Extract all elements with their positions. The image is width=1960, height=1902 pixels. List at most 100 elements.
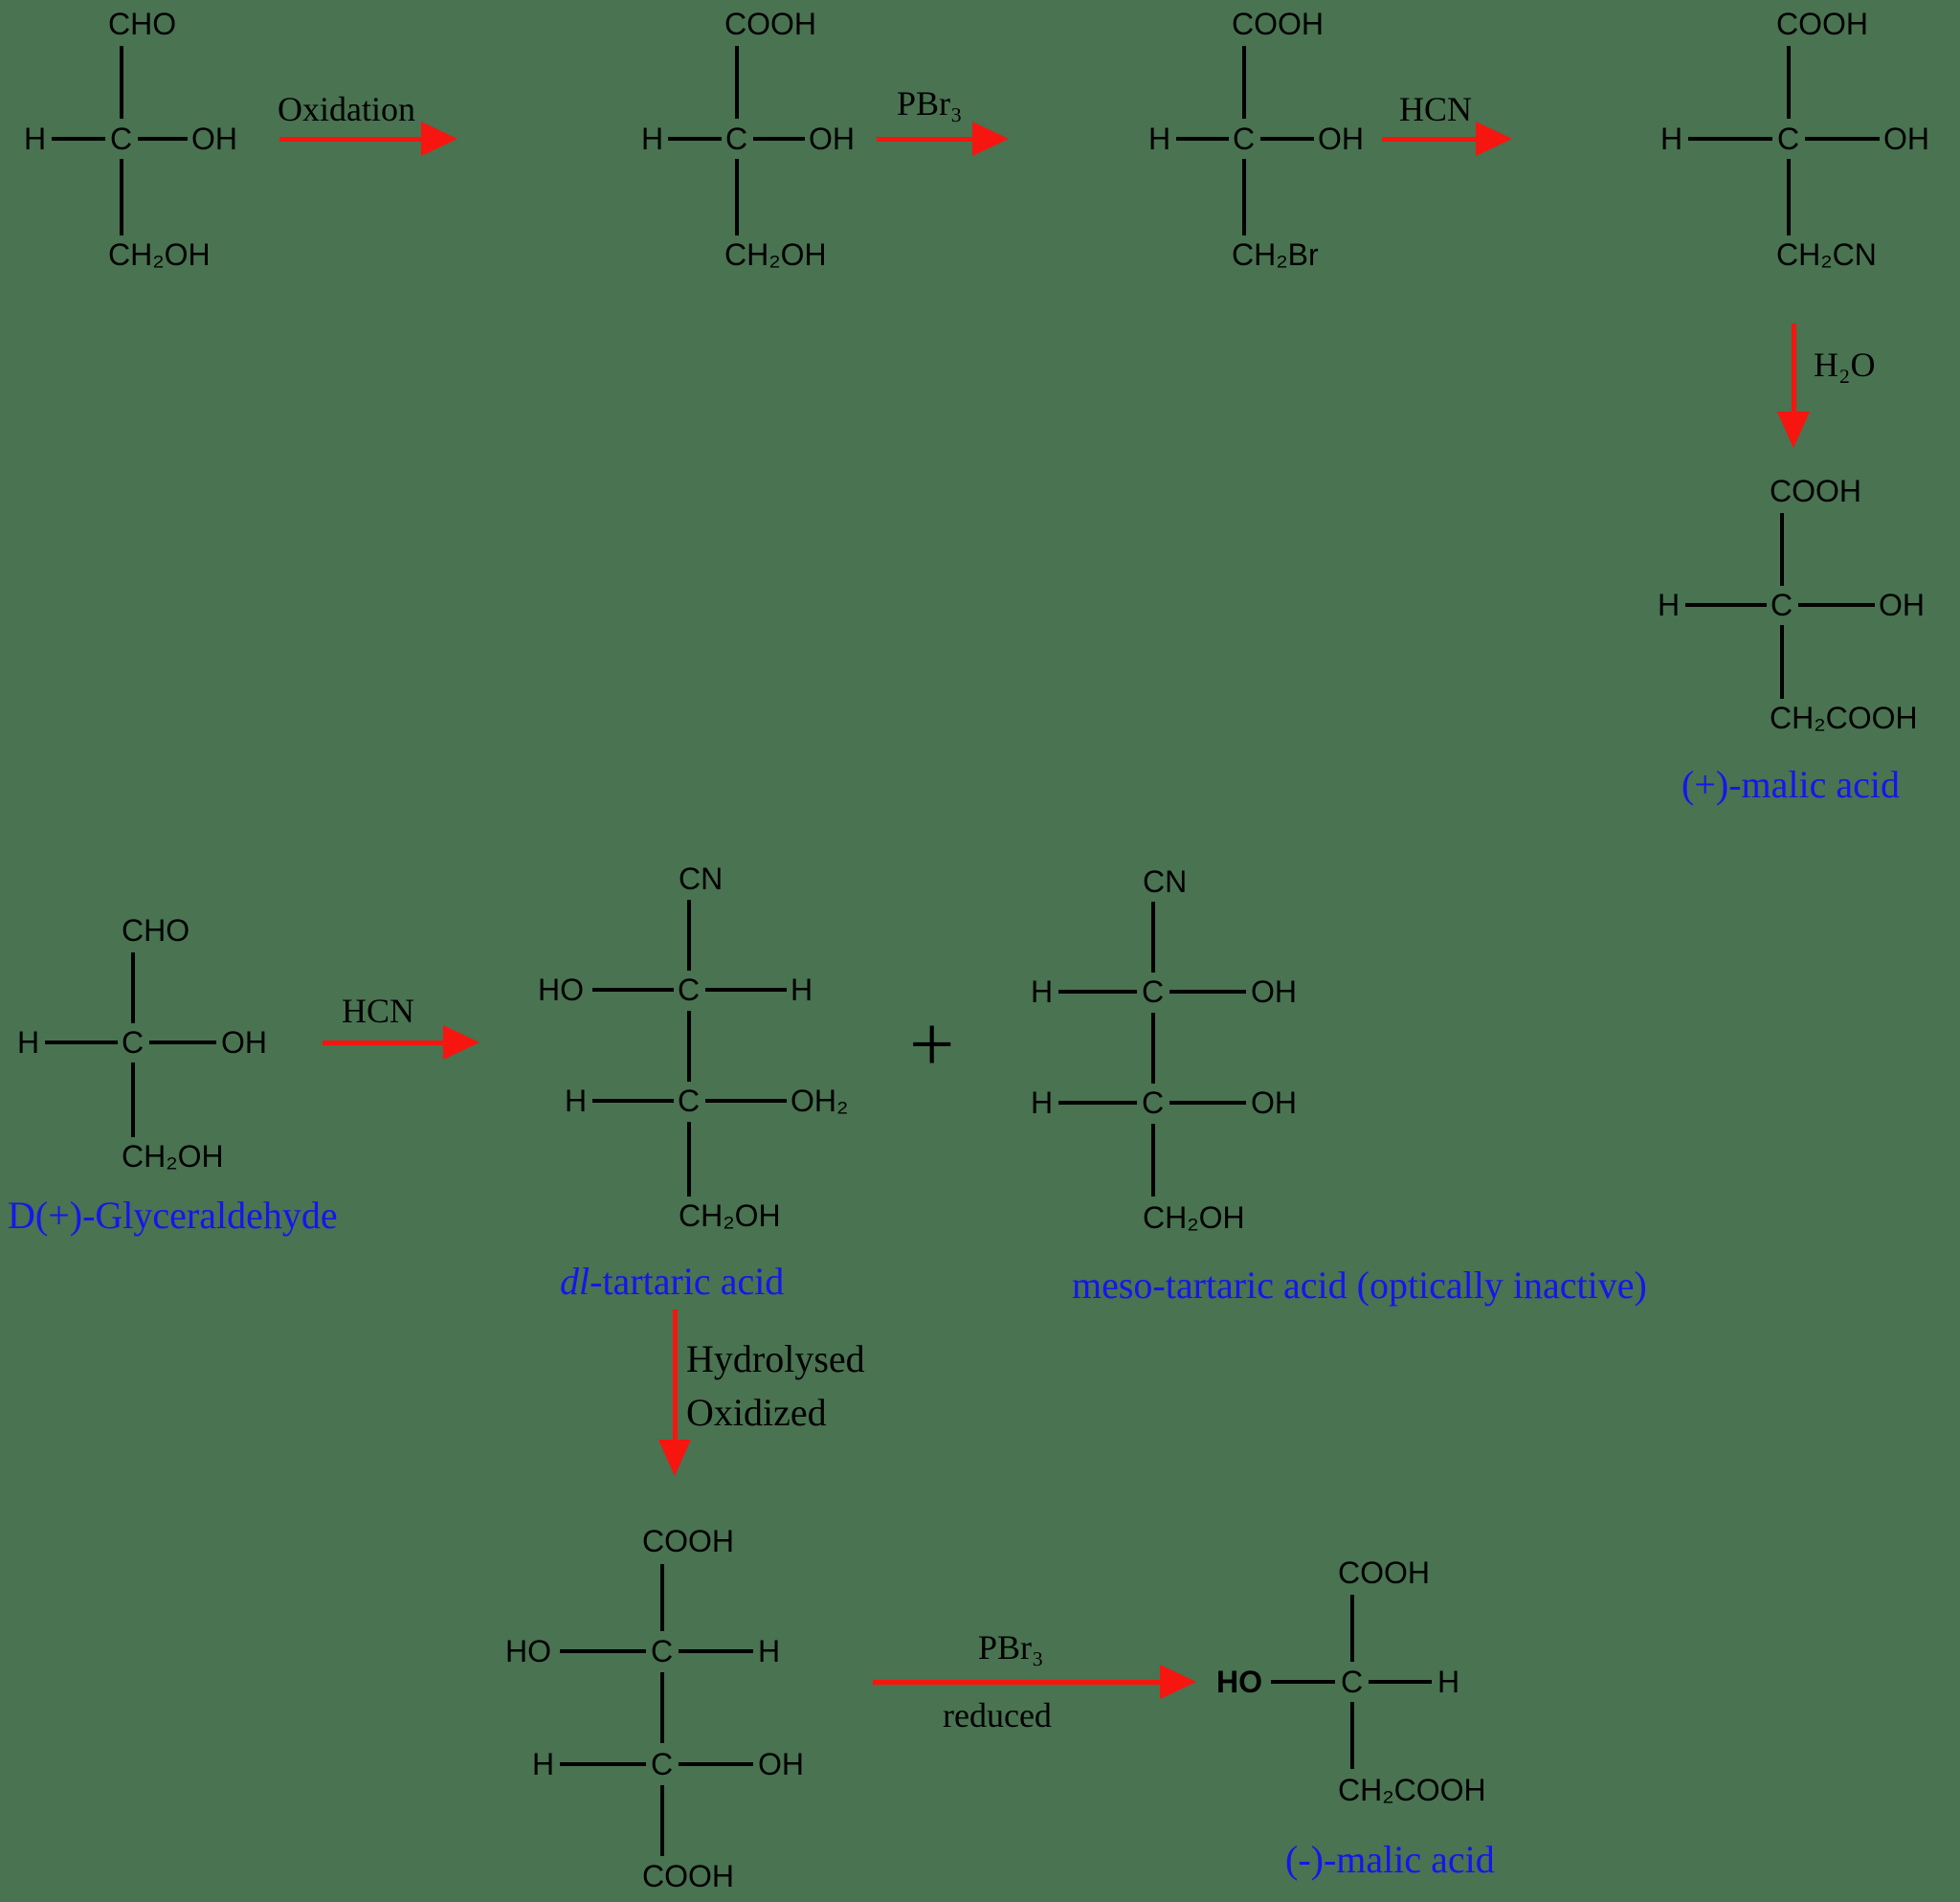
reagent-label: PBr₃ [978, 1628, 1044, 1667]
compound-name: meso-tartaric acid (optically inactive) [1072, 1264, 1647, 1307]
compound-name-italic-part: dl [560, 1260, 590, 1303]
bond-horizontal [705, 1099, 787, 1103]
reagent-label: HCN [342, 992, 415, 1030]
arrow-head [1160, 1665, 1196, 1699]
formula-center: C [122, 1025, 145, 1060]
formula-bottom: CH₂OH [122, 1139, 224, 1174]
formula-left: H [1148, 122, 1171, 156]
formula-c2-right: OH₂ [791, 1084, 849, 1118]
formula-left: H [641, 122, 664, 156]
bond-vertical [1780, 625, 1784, 699]
bond-vertical [1151, 1013, 1155, 1084]
reagent-label: PBr₃ [897, 84, 963, 123]
formula-right: OH [221, 1025, 267, 1060]
compound-name: (+)-malic acid [1682, 763, 1900, 806]
arrow-line [673, 1309, 678, 1442]
formula-c1-right: H [758, 1634, 781, 1668]
formula-right: OH [1883, 122, 1929, 156]
formula-center: C [1771, 588, 1793, 622]
formula-c2: C [678, 1084, 701, 1118]
formula-top: CN [679, 861, 724, 896]
bond-vertical [120, 159, 123, 235]
formula-right: OH [1318, 122, 1364, 156]
arrow-line [1792, 324, 1796, 415]
arrow-line [1382, 137, 1476, 142]
bond-vertical [1780, 513, 1784, 586]
bond-vertical [735, 46, 739, 119]
formula-bottom: CH₂COOH [1338, 1773, 1486, 1807]
bond-horizontal [1058, 1101, 1137, 1105]
compound-name-rest: -tartaric acid [590, 1260, 785, 1303]
arrow-line [279, 137, 421, 142]
formula-right: OH [1879, 588, 1925, 622]
formula-c1-right: H [791, 973, 813, 1007]
bond-horizontal [1176, 137, 1229, 141]
formula-bottom: CH₂OH [679, 1198, 781, 1233]
arrow-head [421, 122, 457, 156]
formula-top: CHO [122, 913, 190, 948]
formula-c1: C [1142, 974, 1165, 1009]
formula-c2-left: H [532, 1747, 555, 1781]
bond-horizontal [753, 137, 805, 141]
formula-c2: C [1142, 1085, 1165, 1120]
formula-top: COOH [1770, 474, 1861, 508]
formula-center: C [725, 122, 748, 156]
formula-center: C [1233, 122, 1256, 156]
bond-vertical [1242, 46, 1246, 119]
bond-vertical [687, 1122, 691, 1197]
bond-horizontal [52, 137, 105, 141]
formula-left: H [1658, 588, 1681, 622]
bond-horizontal [1805, 137, 1880, 141]
formula-left: H [1660, 122, 1683, 156]
bond-horizontal [1685, 603, 1767, 607]
compound-name: dl-tartaric acid [560, 1263, 784, 1301]
formula-bottom: CH₂OH [724, 237, 827, 272]
bond-vertical [687, 1011, 691, 1082]
formula-center: C [1341, 1665, 1364, 1699]
formula-center: C [110, 122, 133, 156]
arrow-head [1476, 122, 1512, 156]
formula-c1: C [678, 973, 701, 1007]
bond-horizontal [1798, 603, 1875, 607]
formula-right: OH [809, 122, 855, 156]
bond-vertical [1242, 159, 1246, 235]
plus-sign: + [909, 1000, 955, 1089]
arrow-head [443, 1025, 479, 1060]
formula-c2-left: H [565, 1084, 588, 1118]
bond-horizontal [679, 1762, 753, 1766]
bond-vertical [660, 1564, 664, 1631]
bond-horizontal [560, 1762, 646, 1766]
formula-left: HO [1216, 1665, 1262, 1699]
formula-c2: C [651, 1747, 674, 1781]
formula-right: OH [191, 122, 237, 156]
bond-vertical [1350, 1595, 1354, 1662]
bond-horizontal [668, 137, 722, 141]
formula-bottom: CH₂COOH [1770, 701, 1918, 735]
reagent-label: Oxidation [278, 90, 415, 128]
formula-bottom: CH₂CN [1776, 237, 1877, 272]
reagent-label: Oxidized [686, 1391, 827, 1434]
formula-c1-left: HO [538, 973, 584, 1007]
arrow-line [323, 1041, 443, 1045]
bond-vertical [687, 900, 691, 971]
bond-horizontal [1169, 990, 1246, 994]
compound-name: (-)-malic acid [1285, 1838, 1495, 1881]
bond-horizontal [679, 1649, 753, 1653]
bond-vertical [120, 46, 123, 119]
bond-horizontal [1369, 1680, 1432, 1684]
formula-center: C [1777, 122, 1800, 156]
bond-vertical [660, 1785, 664, 1856]
bond-vertical [1151, 902, 1155, 973]
formula-bottom: CH₂OH [108, 237, 211, 272]
formula-c2-left: H [1031, 1085, 1054, 1120]
bond-horizontal [592, 988, 674, 992]
bond-horizontal [138, 137, 188, 141]
